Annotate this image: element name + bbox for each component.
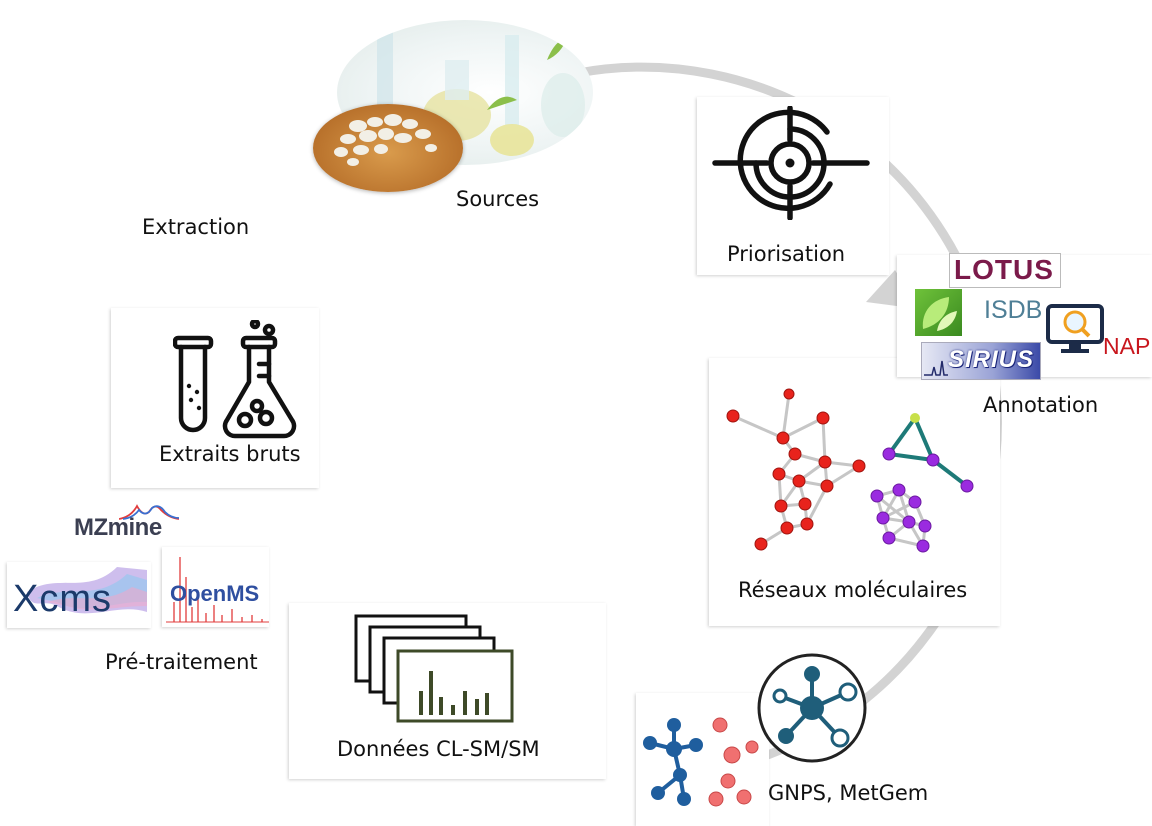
lotus-logo: LOTUS bbox=[949, 253, 1061, 288]
sources-lab-image bbox=[337, 20, 593, 165]
ms-spectra-stack-icon bbox=[354, 614, 514, 723]
test-tube-flask-icon bbox=[173, 320, 297, 439]
mzmine-peaks-icon bbox=[119, 504, 179, 520]
sources-label: Sources bbox=[456, 187, 540, 211]
reseaux-label: Réseaux moléculaires bbox=[738, 578, 968, 602]
pretraitement-label: Pré-traitement bbox=[105, 650, 258, 674]
openms-spectrum-icon bbox=[166, 557, 269, 623]
extraction-label: Extraction bbox=[142, 215, 250, 239]
network-hub-icon bbox=[757, 653, 867, 763]
target-crosshair-icon bbox=[712, 106, 870, 220]
gnps-metgem-card bbox=[636, 693, 769, 826]
openms-text: OpenMS bbox=[170, 581, 260, 606]
priorisation-card: Priorisation bbox=[697, 97, 889, 275]
extraits-bruts-label: Extraits bruts bbox=[159, 442, 301, 466]
isdb-text: ISDB bbox=[984, 296, 1043, 324]
molecular-network-graph bbox=[726, 388, 974, 553]
mzmine-text: MZmine bbox=[74, 514, 162, 541]
sirius-spectrum-icon bbox=[924, 360, 948, 376]
annotation-label: Annotation bbox=[983, 393, 1099, 417]
lotus-text: LOTUS bbox=[954, 254, 1054, 285]
sirius-text: SIRIUS bbox=[948, 346, 1035, 373]
reseaux-card: Réseaux moléculaires bbox=[709, 358, 1000, 626]
openms-logo-card: OpenMS bbox=[162, 547, 269, 627]
donnees-card: Données CL-SM/SM bbox=[289, 603, 606, 779]
donnees-label: Données CL-SM/SM bbox=[337, 737, 540, 761]
nap-text: NAP bbox=[1103, 333, 1151, 359]
priorisation-label: Priorisation bbox=[727, 242, 846, 266]
xcms-text: Xcms bbox=[13, 578, 112, 620]
xcms-chromatogram-icon bbox=[27, 567, 147, 614]
mzmine-logo: MZmine bbox=[74, 500, 179, 542]
gnps-metgem-label: GNPS, MetGem bbox=[768, 781, 929, 805]
xcms-logo-card: Xcms bbox=[7, 562, 151, 628]
extraits-bruts-card: Extraits bruts bbox=[111, 308, 319, 488]
nap-search-monitor-icon bbox=[1046, 304, 1104, 353]
molecular-cluster-icon bbox=[643, 717, 759, 807]
leaf-database-icon bbox=[915, 289, 962, 336]
sirius-logo: SIRIUS bbox=[921, 342, 1041, 380]
sources-petri-dish bbox=[313, 104, 463, 192]
